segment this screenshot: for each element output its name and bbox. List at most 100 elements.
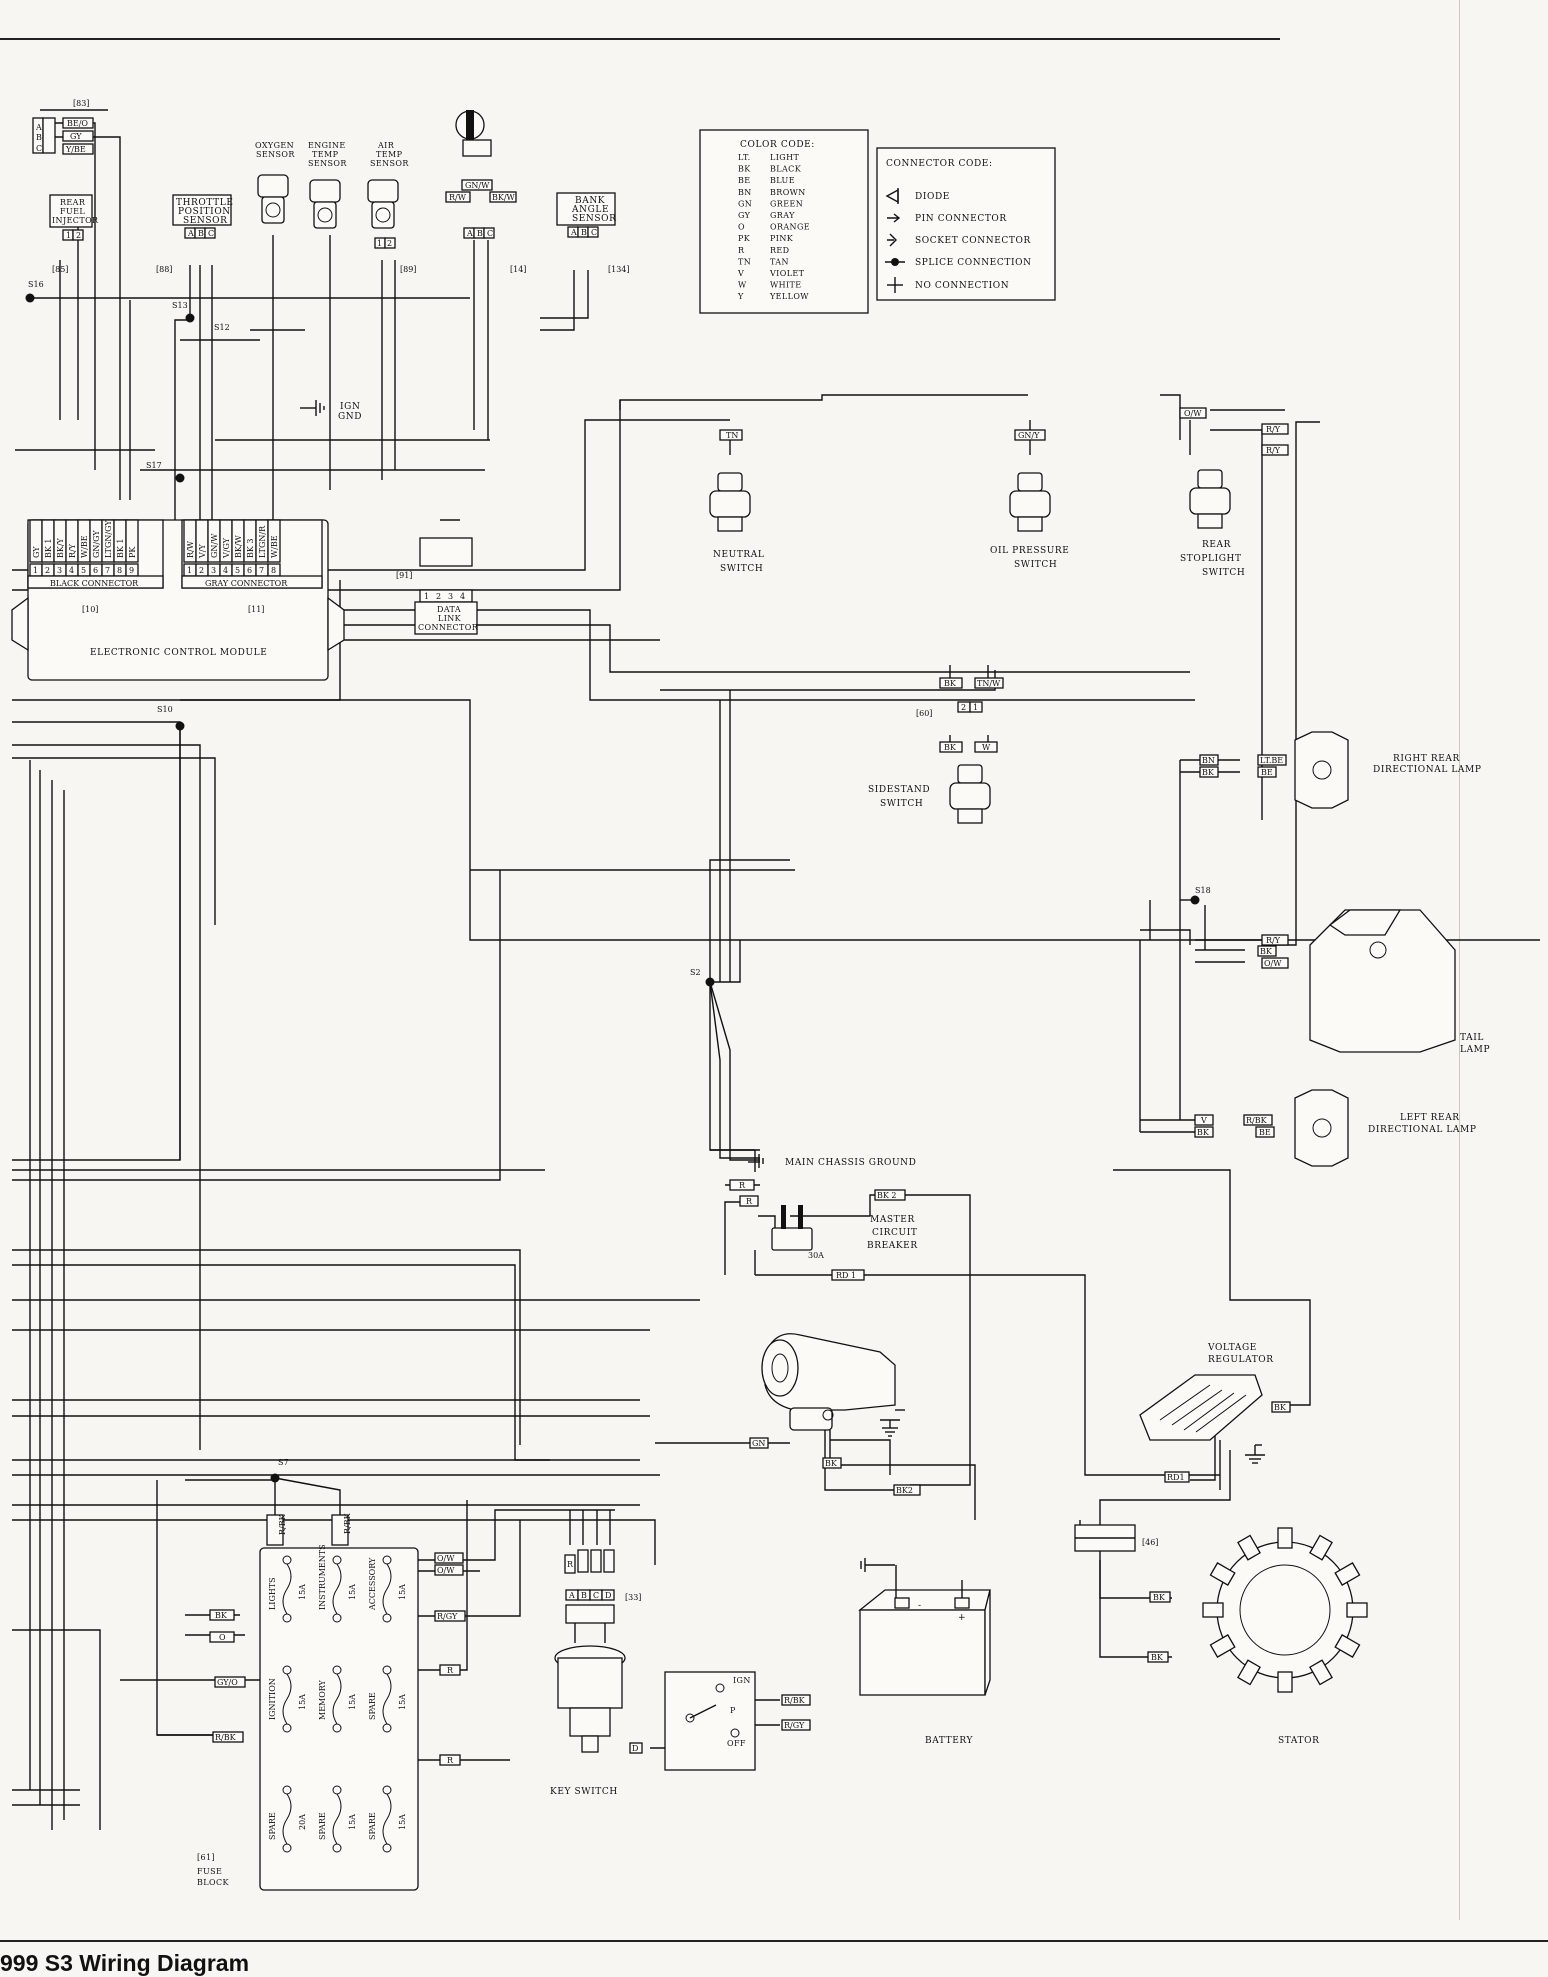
svg-text:CONNECTOR: CONNECTOR — [418, 623, 479, 632]
svg-text:4: 4 — [460, 592, 465, 601]
color-code-abbr: TN — [738, 257, 751, 266]
splice-s12-label: S12 — [214, 323, 230, 332]
svg-text:SENSOR: SENSOR — [370, 159, 409, 168]
svg-text:V: V — [1200, 1116, 1207, 1125]
svg-text:R: R — [447, 1666, 454, 1675]
fuse-block-wire-tags: BK O GY/O R/BK O/W O/W R/GY R R — [209, 1552, 466, 1766]
svg-text:RIGHT REAR: RIGHT REAR — [1393, 754, 1460, 764]
svg-text:TEMP: TEMP — [376, 150, 403, 159]
svg-text:R/BK: R/BK — [343, 1512, 352, 1534]
stator-pole — [1309, 1534, 1333, 1561]
splice-s18-label: S18 — [1195, 886, 1211, 895]
tail-lamp: R/Y BK O/W TAIL LAMP — [1257, 909, 1490, 1055]
svg-text:R/Y: R/Y — [1266, 446, 1281, 455]
splice-s13-label: S13 — [172, 301, 188, 310]
fuse-rating: 15A — [298, 1694, 307, 1710]
svg-text:DIODE: DIODE — [915, 192, 950, 202]
color-code-name: YELLOW — [769, 292, 809, 301]
page-edge — [1459, 0, 1460, 1920]
svg-text:[91]: [91] — [396, 571, 412, 580]
svg-text:ELECTRONIC CONTROL MODULE: ELECTRONIC CONTROL MODULE — [90, 648, 267, 658]
key-switch-positions: IGN P OFF R/BK R/GY D — [629, 1671, 811, 1771]
svg-text:[60]: [60] — [916, 709, 932, 718]
svg-text:-: - — [918, 1601, 922, 1611]
stator-pole — [1209, 1634, 1236, 1658]
svg-text:AIR: AIR — [377, 141, 395, 150]
stator-pole — [1237, 1534, 1261, 1561]
svg-text:PIN CONNECTOR: PIN CONNECTOR — [915, 214, 1007, 224]
svg-text:SIDESTAND: SIDESTAND — [868, 785, 930, 795]
svg-text:BE: BE — [1259, 1128, 1271, 1137]
color-code-name: VIOLET — [769, 269, 805, 278]
svg-text:BK/W: BK/W — [492, 193, 516, 202]
svg-text:OXYGEN: OXYGEN — [255, 141, 294, 150]
svg-text:BK2: BK2 — [896, 1486, 913, 1495]
fuse-name: SPARE — [318, 1812, 327, 1840]
svg-text:THROTTLE: THROTTLE — [176, 198, 234, 208]
svg-text:DIRECTIONAL LAMP: DIRECTIONAL LAMP — [1373, 765, 1482, 775]
svg-text:RD1: RD1 — [1167, 1473, 1185, 1482]
connector-pin-number: 3 — [211, 566, 216, 575]
fuse-rating: 15A — [348, 1584, 357, 1600]
svg-text:R/GY: R/GY — [784, 1721, 805, 1730]
connector-pin-number: 7 — [259, 566, 264, 575]
svg-text:CIRCUIT: CIRCUIT — [872, 1228, 917, 1238]
svg-text:SWITCH: SWITCH — [1014, 560, 1057, 570]
voltage-regulator: VOLTAGE REGULATOR BK RD1 — [1139, 1343, 1291, 1483]
connector-pin-label: GN/GY — [92, 530, 101, 558]
svg-text:BN: BN — [1202, 756, 1215, 765]
svg-text:TN/W: TN/W — [977, 679, 1001, 688]
svg-text:D: D — [605, 1591, 611, 1600]
color-code-abbr: BN — [738, 188, 752, 197]
connector-pin-number: 4 — [69, 566, 74, 575]
fuse-symbol — [282, 1563, 292, 1615]
svg-text:A: A — [466, 229, 473, 238]
fuse-rating: 15A — [348, 1814, 357, 1830]
fuse-name: ACCESSORY — [368, 1557, 377, 1611]
fuse-rating: 15A — [298, 1584, 307, 1600]
svg-text:LAMP: LAMP — [1460, 1045, 1490, 1055]
splice-s13 — [185, 313, 195, 323]
svg-text:3: 3 — [448, 592, 453, 601]
svg-text:[10]: [10] — [82, 605, 98, 614]
color-code-name: TAN — [770, 257, 789, 266]
svg-text:P: P — [730, 1706, 736, 1715]
color-code-name: BLACK — [770, 165, 802, 174]
svg-text:R/BK: R/BK — [278, 1513, 287, 1535]
svg-text:BK: BK — [1153, 1593, 1166, 1602]
svg-text:SWITCH: SWITCH — [1202, 568, 1245, 578]
svg-text:R/BK: R/BK — [784, 1696, 806, 1705]
splice-s7-label: S7 — [278, 1458, 289, 1467]
svg-text:BK: BK — [215, 1611, 228, 1620]
connector-pin-label: R/W — [186, 540, 195, 558]
svg-text:R: R — [567, 1560, 574, 1569]
stator-pole — [1346, 1602, 1368, 1618]
svg-text:BE: BE — [1261, 768, 1273, 777]
color-code-name: LIGHT — [770, 153, 799, 162]
svg-text:STATOR: STATOR — [1278, 1736, 1319, 1746]
color-code-name: WHITE — [770, 281, 802, 290]
svg-text:R: R — [447, 1756, 454, 1765]
neutral-switch: TN NEUTRAL SWITCH — [709, 429, 765, 574]
svg-text:NEUTRAL: NEUTRAL — [713, 550, 765, 560]
svg-text:SENSOR: SENSOR — [572, 214, 617, 224]
splice-s16 — [25, 293, 35, 303]
svg-text:LT.BE: LT.BE — [1260, 756, 1283, 765]
svg-text:O/W: O/W — [437, 1566, 455, 1575]
svg-text:NO CONNECTION: NO CONNECTION — [915, 281, 1009, 291]
fuse-rating: 20A — [298, 1814, 307, 1830]
svg-text:2: 2 — [961, 703, 966, 712]
splice-s18 — [1190, 895, 1200, 905]
connector-pin-number: 2 — [199, 566, 204, 575]
fuse-name: SPARE — [268, 1812, 277, 1840]
fuse-symbol — [382, 1563, 392, 1615]
svg-text:MAIN CHASSIS GROUND: MAIN CHASSIS GROUND — [785, 1158, 916, 1168]
svg-text:R/W: R/W — [449, 193, 467, 202]
svg-text:[134]: [134] — [608, 265, 630, 274]
svg-text:BK: BK — [1274, 1403, 1287, 1412]
svg-text:GND: GND — [338, 412, 362, 422]
connector-pin-label: GY — [32, 546, 41, 558]
